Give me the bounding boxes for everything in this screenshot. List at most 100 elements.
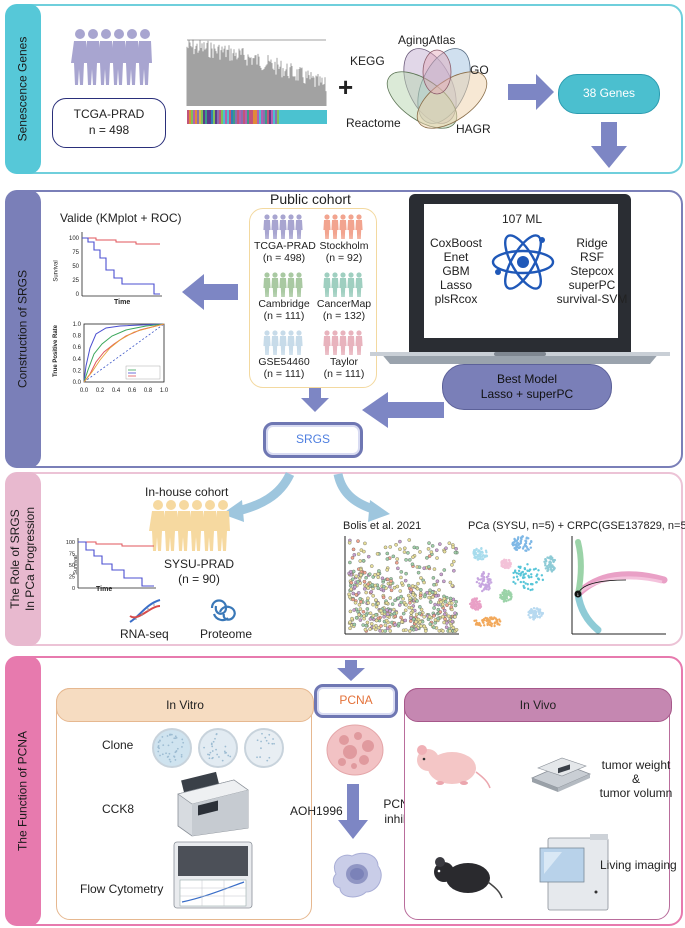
best-model-line2: Lasso + superPC bbox=[480, 387, 574, 401]
cohort-name: Cambridge bbox=[258, 298, 310, 310]
valid-title: Valide (KMplot + ROC) bbox=[60, 211, 182, 225]
roc-xtick-label: 1.0 bbox=[160, 388, 169, 394]
invitro-title: In Vitro bbox=[166, 698, 204, 712]
srgs-capsule: SRGS bbox=[263, 422, 363, 458]
cohort-item: CancerMap(n = 132) bbox=[314, 272, 374, 328]
public-cohort-box bbox=[249, 208, 377, 388]
tcga-n: n = 498 bbox=[88, 123, 130, 137]
svg-text:1: 1 bbox=[577, 592, 580, 597]
km-valid-xlabel: Time bbox=[114, 299, 131, 306]
roc-xtick-label: 0.2 bbox=[96, 388, 105, 394]
km-tick-label: 75 bbox=[72, 250, 79, 256]
venn-label-hagr: HAGR bbox=[456, 122, 491, 136]
cohort-people-icon bbox=[263, 214, 303, 239]
km-valid-ylabel: Survival bbox=[53, 260, 60, 282]
cohort-n: (n = 498) bbox=[262, 252, 306, 264]
flow-label: Flow Cytometry bbox=[80, 882, 164, 896]
atom-icon bbox=[491, 234, 555, 290]
invitro-header: In Vitro bbox=[56, 688, 314, 722]
cohort-item: TCGA-PRAD(n = 498) bbox=[254, 214, 316, 270]
living-imaging: Living imaging bbox=[600, 858, 677, 872]
roc-ytick-label: 0.6 bbox=[73, 345, 82, 351]
ml-method: Lasso bbox=[439, 278, 473, 292]
dna-icon bbox=[129, 599, 161, 623]
inhouse-name: SYSU-PRAD bbox=[164, 557, 235, 571]
roc-ytick-label: 1.0 bbox=[73, 322, 82, 328]
ml-method: RSF bbox=[580, 250, 604, 264]
arrow-down-genes bbox=[591, 122, 627, 168]
srgs-label: SRGS bbox=[295, 432, 330, 446]
km-tick-label: 50 bbox=[69, 563, 75, 569]
inhouse-n: (n = 90) bbox=[178, 572, 220, 586]
roc-ytick-label: 0.8 bbox=[73, 334, 82, 340]
aoh-label: AOH1996 bbox=[290, 804, 343, 818]
roc-xtick-label: 0.8 bbox=[144, 388, 153, 394]
ml-method: GBM bbox=[442, 264, 470, 278]
ml-method: CoxBoost bbox=[429, 236, 483, 250]
bolis-scatter bbox=[344, 536, 459, 635]
cohort-name: Taylor bbox=[329, 356, 358, 368]
venn-label-agingatlas: AgingAtlas bbox=[398, 33, 456, 47]
km-inhouse-ylabel: Survival bbox=[72, 555, 79, 575]
imaging-system-icon bbox=[539, 834, 609, 911]
plus-sign: + bbox=[338, 72, 354, 102]
clone-label: Clone bbox=[102, 738, 134, 752]
genes-label: 38 Genes bbox=[582, 86, 636, 100]
pcna-label: PCNA bbox=[339, 693, 373, 707]
ml-title: 107 ML bbox=[502, 212, 543, 226]
scale-icon bbox=[530, 757, 592, 792]
laptop-icon bbox=[370, 194, 670, 364]
arrow-best-to-srgs bbox=[362, 392, 444, 428]
progression-panel bbox=[5, 472, 683, 646]
arrow-down-pcna bbox=[337, 660, 365, 681]
arrow-down-inhibit bbox=[338, 784, 368, 839]
cohort-name: CancerMap bbox=[316, 298, 372, 310]
tumor-volumn: tumor volumn bbox=[599, 786, 673, 800]
km-tick-label: 75 bbox=[69, 552, 75, 558]
mouse-pink-icon bbox=[417, 745, 491, 789]
best-model-box: Best Model Lasso + superPC bbox=[442, 364, 612, 410]
genes-box: 38 Genes bbox=[558, 74, 660, 114]
cck8-label: CCK8 bbox=[102, 802, 135, 816]
tumor-amp: & bbox=[631, 772, 640, 786]
arrow-to-genes bbox=[508, 74, 554, 110]
ml-method: superPC bbox=[568, 278, 616, 292]
venn-label-kegg: KEGG bbox=[350, 54, 385, 68]
best-model-line1: Best Model bbox=[496, 372, 558, 386]
ml-method: Stepcox bbox=[570, 264, 614, 278]
tumor-weight: tumor weight bbox=[601, 758, 671, 772]
invivo-title: In Vivo bbox=[519, 698, 557, 712]
cohort-item: Cambridge(n = 111) bbox=[254, 272, 314, 328]
arrow-to-valid bbox=[182, 274, 238, 310]
roc-ytick-label: 0.0 bbox=[73, 380, 82, 386]
cohort-item: Taylor(n = 111) bbox=[314, 330, 374, 386]
km-plot-inhouse: 100 75 50 25 0 bbox=[66, 538, 156, 592]
km-tick-label: 0 bbox=[72, 586, 75, 592]
plate-reader-icon bbox=[177, 771, 249, 837]
cell-after-icon bbox=[332, 852, 382, 898]
tcga-box: TCGA-PRAD n = 498 bbox=[52, 98, 166, 148]
cohort-item: GSE54460(n = 111) bbox=[254, 330, 314, 386]
cohort-people-icon bbox=[263, 272, 303, 297]
sc-title: PCa (SYSU, n=5) + CRPC(GSE137829, n=5) bbox=[468, 520, 685, 532]
km-tick-label: 100 bbox=[66, 540, 75, 546]
km-tick-label: 25 bbox=[72, 278, 79, 284]
km-tick-label: 25 bbox=[69, 575, 75, 581]
ml-method: Ridge bbox=[576, 236, 608, 250]
proteome-label: Proteome bbox=[200, 627, 253, 641]
invivo-header: In Vivo bbox=[404, 688, 672, 722]
petri-dish-icon bbox=[152, 728, 284, 768]
venn-diagram bbox=[386, 48, 488, 129]
cohort-n: (n = 111) bbox=[263, 368, 305, 380]
cell-before-icon bbox=[326, 724, 384, 776]
curved-arrows bbox=[222, 471, 390, 522]
inhouse-people-icon bbox=[149, 500, 230, 551]
ml-method: plsRcox bbox=[434, 292, 478, 306]
trajectory-plot: 1 bbox=[571, 536, 668, 635]
bolis-title: Bolis et al. 2021 bbox=[343, 520, 422, 532]
umap-plot bbox=[468, 535, 557, 628]
mouse-black-icon bbox=[434, 857, 503, 899]
